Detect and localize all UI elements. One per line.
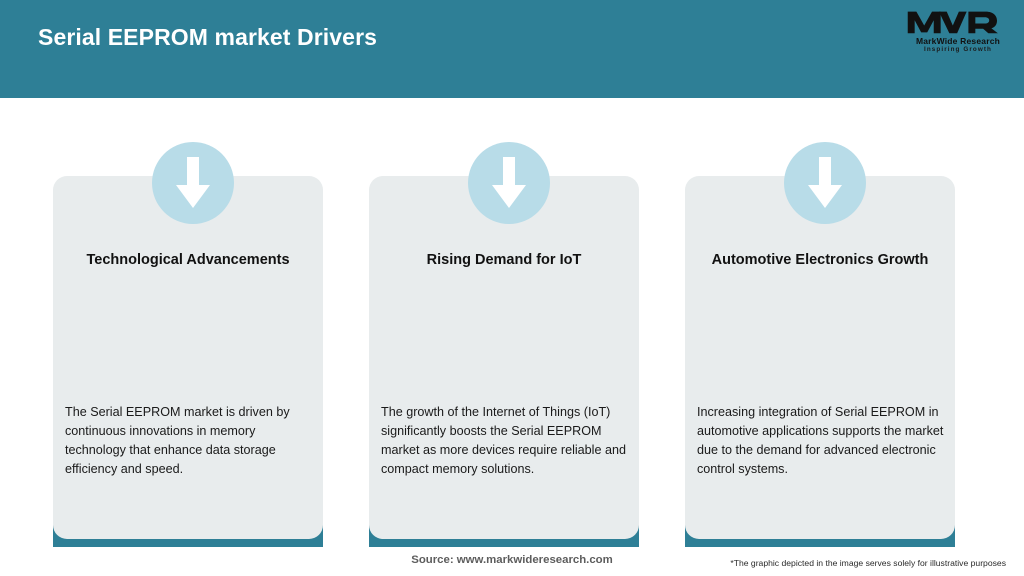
- card-panel: Technological Advancements The Serial EE…: [53, 176, 323, 539]
- down-arrow-icon: [176, 157, 210, 208]
- down-arrow-badge: [784, 142, 866, 224]
- down-arrow-badge: [468, 142, 550, 224]
- card-body-text: The growth of the Internet of Things (Io…: [381, 405, 626, 477]
- card-title: Technological Advancements: [86, 252, 290, 268]
- card-title: Automotive Electronics Growth: [711, 252, 929, 268]
- down-arrow-icon: [492, 157, 526, 208]
- down-arrow-badge: [152, 142, 234, 224]
- card-title: Rising Demand for IoT: [426, 252, 582, 268]
- mwr-logo-icon: [907, 11, 998, 34]
- company-logo: MarkWide Research Inspiring Growth: [906, 9, 1010, 53]
- drivers-card-row: Technological Advancements The Serial EE…: [0, 98, 1024, 548]
- source-label: Source: www.markwideresearch.com: [411, 554, 613, 566]
- card-panel: Rising Demand for IoT The growth of the …: [369, 176, 639, 539]
- disclaimer-label: *The graphic depicted in the image serve…: [730, 558, 1006, 568]
- driver-card-3: Automotive Electronics Growth Increasing…: [670, 98, 970, 548]
- logo-company-name: MarkWide Research: [915, 36, 1001, 46]
- card-body-text: Increasing integration of Serial EEPROM …: [697, 405, 944, 477]
- driver-card-1: Technological Advancements The Serial EE…: [38, 98, 338, 548]
- card-panel: Automotive Electronics Growth Increasing…: [685, 176, 955, 539]
- card-body-text: The Serial EEPROM market is driven by co…: [65, 405, 290, 477]
- logo-tagline: Inspiring Growth: [924, 46, 992, 53]
- down-arrow-icon: [808, 157, 842, 208]
- driver-card-2: Rising Demand for IoT The growth of the …: [354, 98, 654, 548]
- header-band: [0, 0, 1024, 98]
- page-title: Serial EEPROM market Drivers: [38, 24, 378, 50]
